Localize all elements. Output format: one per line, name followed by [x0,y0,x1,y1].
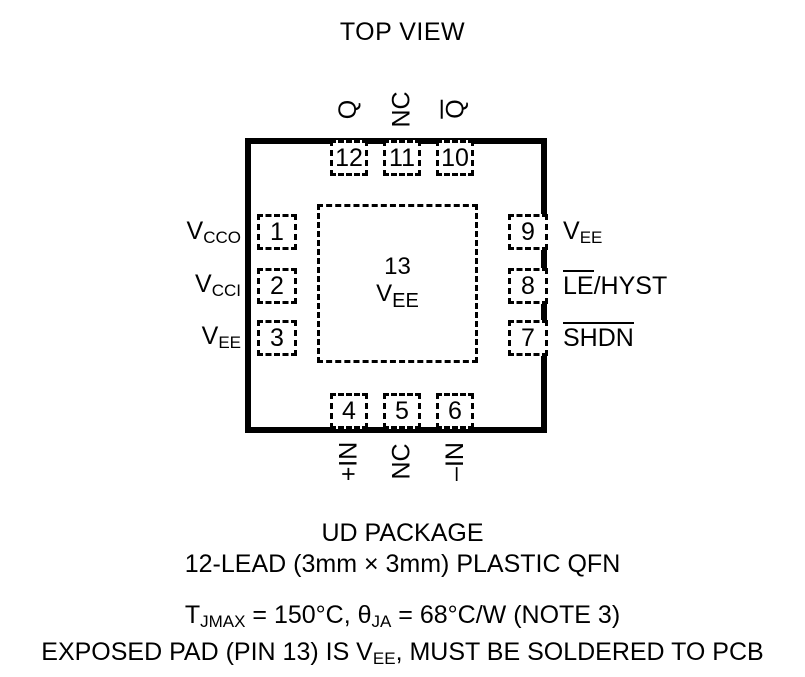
pin-pad-9[interactable]: 9 [508,214,548,250]
pin-label-2-vcci: VCCI [195,270,241,301]
pin-pad-11[interactable]: 11 [383,140,421,176]
caption-thermal-spec: TJMAX = 150°C, θJA = 68°C/W (NOTE 3) [0,601,805,632]
pad-note-subscript: EE [372,649,396,669]
pin-label-8-suffix: /HYST [593,272,668,300]
pin-label-1-subscript: CCO [203,228,241,248]
pin-label-8-le-hyst: LE/HYST [563,270,667,299]
thermal-tjmax-subscript: JMAX [200,612,246,632]
pin-label-4-text: +IN [334,441,363,481]
pin-label-11-text: NC [387,90,416,128]
pin-label-9-subscript: EE [579,228,603,248]
pin-label-1-vcco: VCCO [186,217,241,248]
exposed-pad-pin-number: 13 [384,253,411,281]
pin-pad-12[interactable]: 12 [330,140,368,176]
page-title: TOP VIEW [339,18,466,46]
pin-label-12-text: Q [334,99,363,119]
thermal-tail-text: = 68°C/W (NOTE 3) [391,601,621,629]
pin-pad-6[interactable]: 6 [436,393,474,429]
exposed-pad-net-prefix: V [376,280,393,308]
pin-label-3-base: V [201,322,219,350]
pin-pad-8[interactable]: 8 [508,268,548,304]
exposed-pad-net-subscript: EE [392,290,419,313]
pin-label-10-qbar: Q [438,92,472,126]
caption-lead-info: 12-LEAD (3mm × 3mm) PLASTIC QFN [184,550,621,578]
caption-exposed-pad-note: EXPOSED PAD (PIN 13) IS VEE, MUST BE SOL… [0,638,805,669]
pin-label-2-base: V [195,270,212,298]
thermal-mid-text: = 150°C, θ [245,601,372,629]
thermal-theta-subscript: JA [371,612,392,632]
pin-label-6-text: –IN [440,441,469,481]
pin-pad-1[interactable]: 1 [257,214,297,250]
pad-note-tail: , MUST BE SOLDERED TO PCB [395,638,764,666]
pin-label-9-base: V [563,217,580,245]
pin-label-8-base: LE [563,270,594,300]
pin-pad-4[interactable]: 4 [330,393,368,429]
pin-pad-3[interactable]: 3 [257,320,297,356]
pin-label-10-text: Q [440,99,470,119]
thermal-tjmax-prefix: T [184,601,201,629]
exposed-pad-net-label: VEE [376,280,419,313]
pin-label-7-shdn: SHDN [563,322,634,351]
pin-label-5-nc: NC [385,442,419,480]
pin-label-3-subscript: EE [218,333,241,353]
pin-label-2-subscript: CCI [211,281,241,301]
exposed-pad-13: 13 VEE [317,204,478,363]
pin-label-11-nc: NC [385,90,419,128]
pin-pad-5[interactable]: 5 [383,393,421,429]
pin-label-5-text: NC [387,442,416,480]
pin-label-3-vee: VEE [201,322,241,353]
pin-pad-2[interactable]: 2 [257,268,297,304]
pin-label-6-minus-in: –IN [438,441,472,481]
pad-note-head: EXPOSED PAD (PIN 13) IS V [41,638,373,666]
caption-package-name: UD PACKAGE [321,519,484,547]
pin-label-4-plus-in: +IN [332,441,366,481]
pin-label-12-q: Q [332,92,366,126]
pin-label-1-base: V [186,217,204,245]
pin-pad-7[interactable]: 7 [508,320,548,356]
pin-pad-10[interactable]: 10 [436,140,474,176]
pin-label-7-base: SHDN [563,322,634,352]
pin-label-9-vee: VEE [563,217,603,248]
